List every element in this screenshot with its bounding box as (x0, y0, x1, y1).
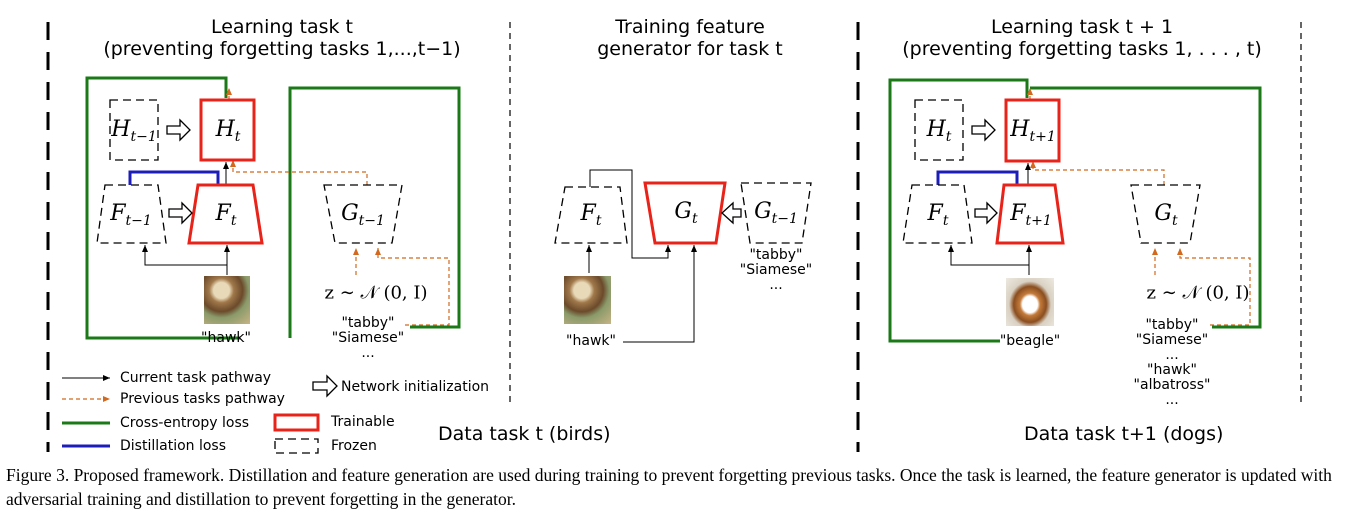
right-h-init-arrow (971, 118, 996, 142)
middle-title-line1: Training feature (615, 16, 765, 38)
left-f-curr-label: Ft (215, 200, 237, 230)
right-f-init-arrow (974, 201, 998, 225)
middle-data-task: Data task t (birds) (438, 423, 611, 445)
right-h-curr-block (1004, 98, 1061, 163)
left-sample-label: "hawk" (201, 330, 251, 346)
left-f-prev-block (96, 184, 167, 244)
right-generated-label-3: ... (1165, 347, 1179, 363)
left-h-prev-label: Ht−1 (111, 116, 157, 146)
left-g-prev-block (323, 184, 403, 244)
right-f-prev-block (902, 184, 973, 244)
middle-panel-title: Training feature generator for task t (597, 16, 783, 60)
right-g-prev-label: Gt (1154, 200, 1178, 230)
left-cross-entropy-path (288, 86, 461, 338)
middle-g-label: Gt (674, 198, 698, 228)
legend-current-pathway-label: Current task pathway (120, 370, 272, 386)
left-panel-title: Learning task t (preventing forgetting t… (103, 16, 460, 60)
middle-generated-label-3: ... (769, 277, 783, 293)
left-generated-label-1: "tabby" (341, 315, 395, 331)
left-h-init-arrow (166, 118, 191, 142)
left-cross-entropy-path-2 (85, 76, 240, 340)
right-generated-label-1: "tabby" (1145, 317, 1199, 333)
legend-init-arrow (312, 374, 338, 398)
right-sample-label: "beagle" (999, 333, 1061, 349)
right-h-prev-block (914, 99, 964, 161)
right-h-prev-label: Ht (926, 116, 952, 146)
right-generated-label-5: "albatross" (1133, 377, 1211, 393)
right-image-to-fprev (948, 245, 1029, 266)
middle-g-prev-block (740, 182, 812, 244)
legend-previous-pathway-label: Previous tasks pathway (120, 391, 285, 407)
left-h-curr-block (199, 98, 256, 162)
left-h-prev-block (109, 99, 159, 161)
middle-f-to-g (589, 169, 671, 259)
middle-g-prev-label: Gt−1 (754, 198, 798, 228)
left-distillation-link (128, 170, 220, 185)
left-f-curr-block (187, 183, 264, 245)
right-label-arrow (1177, 248, 1251, 326)
middle-f-label: Ft (580, 200, 602, 230)
right-g-prev-block (1130, 184, 1201, 244)
left-h-curr-label: Ht (215, 116, 241, 146)
left-title-line2: (preventing forgetting tasks 1,...,t−1) (103, 38, 461, 60)
left-f-prev-label: Ft−1 (110, 200, 152, 230)
right-h-curr-label: Ht+1 (1010, 116, 1056, 146)
left-generated-label-2: "Siamese" (331, 330, 405, 346)
middle-generated-labels: "tabby" "Siamese" ... (740, 248, 812, 293)
left-generated-labels: "tabby" "Siamese" ... (332, 316, 404, 361)
right-f-prev-label: Ft (927, 200, 949, 230)
left-label-arrow (375, 248, 450, 326)
left-image-to-fprev (142, 245, 227, 266)
middle-generated-label-2: "Siamese" (739, 262, 813, 278)
middle-sample-label: "hawk" (566, 333, 616, 349)
right-previous-pathway (1030, 161, 1165, 185)
right-f-curr-label: Ft+1 (1010, 200, 1052, 230)
left-hawk-image (204, 276, 250, 324)
right-title-line1: Learning task t + 1 (990, 16, 1174, 38)
left-generated-label-3: ... (361, 345, 375, 361)
legend-trainable-swatch (273, 413, 320, 432)
middle-g-block (643, 181, 727, 245)
right-generated-label-6: ... (1165, 392, 1179, 408)
legend-network-init-label: Network initialization (341, 379, 490, 395)
legend-cross-entropy-label: Cross-entropy loss (120, 415, 250, 431)
right-beagle-image (1006, 278, 1054, 326)
middle-g-init-arrow (721, 201, 742, 225)
middle-generated-label-1: "tabby" (749, 247, 803, 263)
legend-distillation-label: Distillation loss (120, 438, 227, 454)
right-generated-label-2: "Siamese" (1135, 332, 1209, 348)
left-title-line1: Learning task t (210, 16, 354, 38)
right-cross-entropy-path (1030, 86, 1262, 329)
left-noise-label: z ∼ 𝒩 (0, I) (324, 282, 428, 304)
middle-label-to-g (623, 245, 697, 343)
right-data-task: Data task t+1 (dogs) (1024, 423, 1224, 445)
middle-hawk-image (564, 276, 611, 324)
middle-title-line2: generator for task t (597, 38, 783, 60)
right-distillation-link (936, 170, 1019, 185)
legend-trainable-label: Trainable (331, 414, 395, 430)
right-cross-entropy-path-2 (888, 78, 1029, 343)
right-noise-label: z ∼ 𝒩 (0, I) (1146, 282, 1250, 304)
right-generated-label-4: "hawk" (1147, 362, 1197, 378)
left-f-init-arrow (168, 201, 193, 225)
right-generated-labels: "tabby" "Siamese" ... "hawk" "albatross"… (1134, 318, 1211, 408)
right-panel-title: Learning task t + 1 (preventing forgetti… (902, 16, 1262, 60)
right-f-curr-block (995, 183, 1065, 245)
middle-f-block (554, 186, 628, 244)
legend-frozen-label: Frozen (331, 438, 377, 454)
right-title-line2: (preventing forgetting tasks 1, . . . , … (902, 38, 1262, 60)
legend-frozen-swatch (274, 438, 319, 454)
figure-caption: Figure 3. Proposed framework. Distillati… (6, 465, 1332, 509)
left-previous-pathway (230, 160, 368, 185)
left-g-prev-label: Gt−1 (341, 200, 385, 230)
